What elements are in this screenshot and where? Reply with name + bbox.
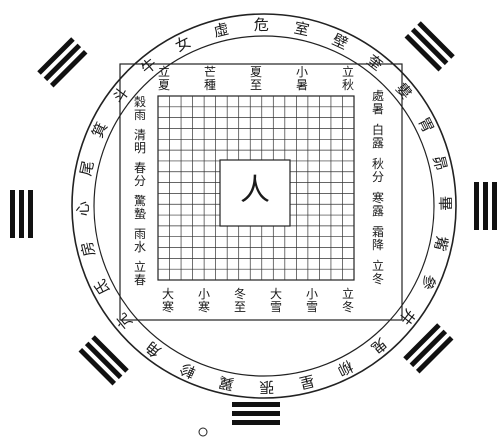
trigram-top-right	[405, 21, 455, 71]
trigram-line	[19, 190, 24, 238]
solar-term-right-1: 白	[372, 122, 384, 137]
solar-term-top-0: 立	[158, 64, 170, 79]
solar-term-left-2: 春	[134, 161, 146, 175]
solar-term-bottom-4: 雪	[306, 300, 318, 314]
mansion-char: 昴	[429, 154, 450, 173]
mansion-char: 房	[78, 239, 99, 258]
trigram-top-left	[37, 37, 87, 87]
solar-term-left-2: 分	[134, 174, 146, 188]
solar-term-left-5: 立	[134, 259, 146, 274]
solar-term-left-1: 清	[134, 128, 146, 142]
solar-term-bottom-5: 冬	[342, 299, 354, 314]
solar-term-right-3: 露	[372, 204, 384, 218]
solar-term-left-0: 雨	[134, 108, 146, 122]
solar-term-top-1: 芒	[204, 64, 216, 79]
solar-term-bottom-4: 小	[306, 287, 318, 301]
mansion-char: 畢	[436, 196, 454, 211]
mansion-char: 室	[292, 19, 310, 40]
solar-term-left-0: 穀	[134, 95, 146, 109]
solar-term-right-0: 暑	[372, 102, 384, 116]
trigram-line	[474, 182, 479, 230]
solar-term-bottom-1: 小	[198, 287, 210, 301]
solar-term-top-2: 夏	[250, 65, 262, 79]
solar-term-top-1: 種	[204, 78, 216, 92]
trigram-line	[232, 402, 280, 407]
solar-term-bottom-3: 雪	[270, 300, 282, 314]
solar-term-right-4: 霜	[372, 225, 384, 239]
mansion-char: 危	[254, 16, 269, 34]
solar-term-right-0: 處	[372, 89, 384, 103]
solar-term-bottom-2: 至	[234, 300, 246, 314]
mansion-char: 虛	[212, 20, 231, 41]
mansion-char: 星	[297, 371, 316, 392]
mansion-char: 張	[259, 378, 274, 396]
trigram-line	[232, 420, 280, 425]
solar-term-top-4: 秋	[342, 78, 354, 92]
solar-term-right-2: 分	[372, 170, 384, 184]
solar-term-bottom-1: 寒	[198, 299, 210, 314]
solar-term-left-5: 春	[134, 273, 146, 287]
solar-term-bottom-2: 冬	[234, 286, 246, 301]
solar-term-left-3: 蟄	[134, 206, 146, 221]
trigram-bottom	[232, 402, 280, 425]
solar-term-right-3: 寒	[372, 190, 384, 205]
solar-term-right-5: 冬	[372, 271, 384, 286]
solar-term-top-3: 小	[296, 65, 308, 79]
solar-term-right-1: 露	[372, 136, 384, 150]
solar-term-top-2: 至	[250, 78, 262, 92]
mansion-char: 尾	[77, 159, 98, 177]
solar-term-bottom-0: 寒	[162, 299, 174, 314]
trigram-line	[28, 190, 33, 238]
trigram-line	[492, 182, 497, 230]
solar-term-top-0: 夏	[158, 78, 170, 92]
solar-term-bottom-3: 大	[270, 287, 282, 301]
mansion-char: 翼	[217, 373, 235, 394]
trigram-right	[474, 182, 497, 230]
mansion-char: 心	[74, 201, 92, 216]
solar-term-bottom-5: 立	[342, 286, 354, 301]
mansion-char: 觜	[431, 234, 452, 252]
solar-term-bottom-0: 大	[162, 287, 174, 301]
trigram-line	[232, 411, 280, 416]
solar-term-top-3: 暑	[296, 78, 308, 92]
solar-term-left-3: 驚	[134, 193, 146, 208]
solar-term-right-2: 秋	[372, 157, 384, 171]
solar-term-left-4: 雨	[134, 227, 146, 241]
trigram-line	[483, 182, 488, 230]
trigram-line	[10, 190, 15, 238]
small-circle-mark	[199, 428, 207, 436]
solar-term-right-5: 立	[372, 258, 384, 273]
solar-term-left-4: 水	[134, 240, 146, 254]
trigram-bottom-left	[79, 335, 129, 385]
solar-term-left-1: 明	[134, 141, 146, 155]
center-figure: 人	[240, 173, 270, 208]
trigram-left	[10, 190, 33, 238]
solar-term-top-4: 立	[342, 64, 354, 79]
solar-term-right-4: 降	[372, 238, 384, 252]
